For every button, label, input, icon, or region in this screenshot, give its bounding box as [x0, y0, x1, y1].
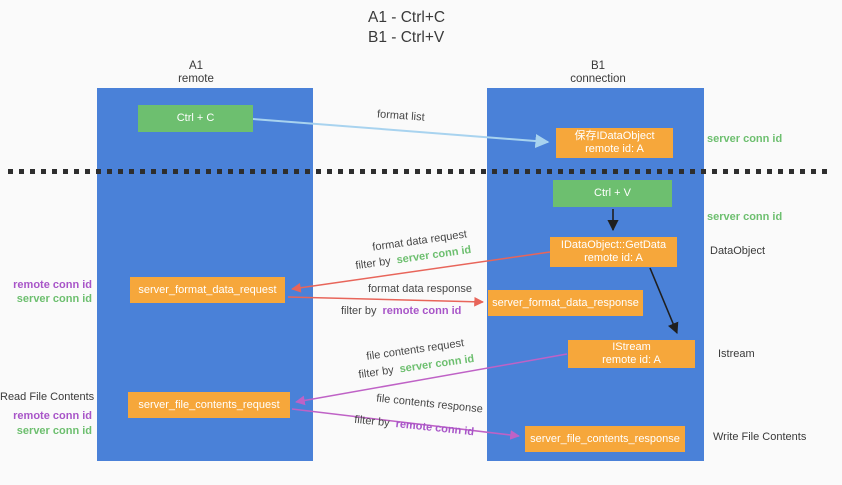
side-dataobject: DataObject — [710, 245, 766, 257]
side-server-conn-id-left-1: server conn id — [16, 293, 92, 305]
node-server-file-contents-request-label: server_file_contents_request — [138, 398, 280, 411]
node-istream-line2: remote id: A — [602, 354, 661, 366]
node-save-dataobject-line1: 保存IDataObject — [574, 130, 655, 142]
filter-by-text: filter by — [341, 305, 377, 317]
node-ctrl-v: Ctrl + V — [553, 180, 672, 207]
side-istream: Istream — [718, 348, 755, 360]
column-b1-subtitle: connection — [570, 73, 626, 85]
side-server-conn-id-right-2: server conn id — [707, 211, 783, 223]
label-format-data-response: format data response — [368, 283, 472, 295]
arrow-format-list — [252, 118, 550, 148]
side-remote-conn-id-left-1: remote conn id — [13, 279, 92, 291]
side-read-file-contents: Read File Contents — [0, 391, 95, 403]
title-line-2: B1 - Ctrl+V — [368, 29, 445, 46]
arrow-format-data-response — [287, 296, 484, 307]
side-remote-conn-id-left-2: remote conn id — [13, 410, 92, 422]
side-server-conn-id-right-1: server conn id — [707, 133, 783, 145]
node-server-file-contents-request: server_file_contents_request — [128, 392, 290, 418]
node-ctrl-c: Ctrl + C — [138, 105, 253, 132]
node-server-file-contents-response-label: server_file_contents_response — [530, 432, 680, 445]
arrow-format-data-request — [291, 251, 551, 293]
arrow-file-contents-response — [291, 408, 520, 440]
node-ctrl-v-label: Ctrl + V — [594, 187, 631, 199]
node-getdata-line2: remote id: A — [584, 252, 643, 264]
node-getdata: IDataObject::GetData remote id: A — [550, 237, 677, 267]
node-server-format-data-request: server_format_data_request — [130, 277, 285, 303]
column-b1-name: B1 — [590, 60, 606, 72]
filter-remote-conn-id-text: remote conn id — [382, 305, 462, 317]
column-header-b1: B1 connection — [548, 60, 648, 86]
side-write-file-contents: Write File Contents — [713, 431, 807, 443]
title-line-1: A1 - Ctrl+C — [368, 9, 446, 26]
label-filter-remote-conn-1: filter by remote conn id — [341, 305, 461, 317]
side-server-conn-id-left-2: server conn id — [16, 425, 92, 437]
diagram-title: A1 - Ctrl+C B1 - Ctrl+V — [368, 8, 445, 48]
node-server-format-data-request-label: server_format_data_request — [138, 283, 277, 296]
node-getdata-line1: IDataObject::GetData — [560, 239, 667, 251]
node-server-file-contents-response: server_file_contents_response — [525, 426, 685, 452]
node-save-dataobject-line2: remote id: A — [585, 143, 644, 155]
node-server-format-data-response-label: server_format_data_response — [492, 296, 639, 309]
dotted-separator — [8, 169, 832, 174]
node-save-dataobject: 保存IDataObject remote id: A — [556, 128, 673, 158]
node-server-format-data-response: server_format_data_response — [488, 290, 643, 316]
column-a1-subtitle: remote — [178, 73, 214, 85]
arrow-file-contents-request — [295, 353, 568, 406]
label-format-data-response-text: format data response — [368, 283, 472, 295]
node-istream: IStream remote id: A — [568, 340, 695, 368]
column-a1-name: A1 — [188, 60, 204, 72]
arrow-getdata-to-istream — [649, 267, 679, 335]
column-header-a1: A1 remote — [146, 60, 246, 86]
node-istream-line1: IStream — [612, 341, 651, 353]
node-ctrl-c-label: Ctrl + C — [176, 112, 215, 124]
